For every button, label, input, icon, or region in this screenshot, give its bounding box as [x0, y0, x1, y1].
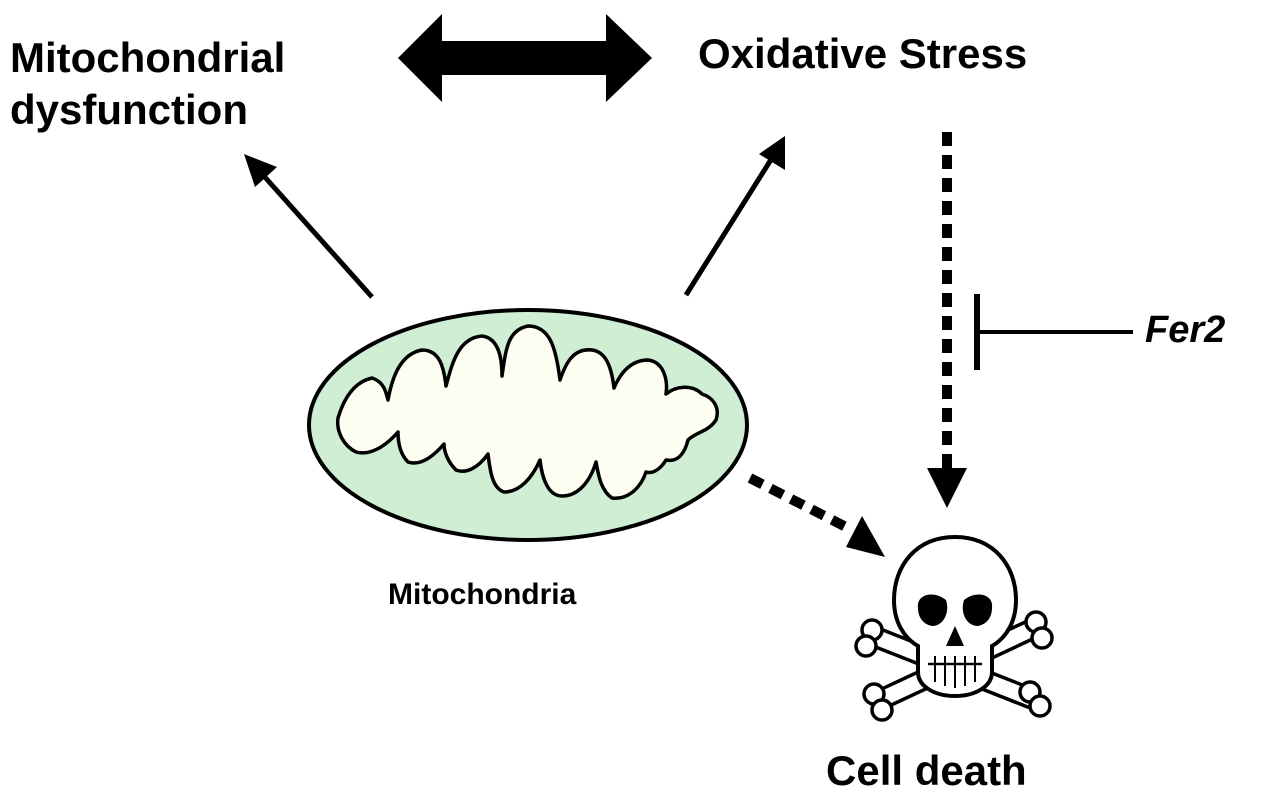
fer2-label: Fer2	[1145, 309, 1226, 351]
skull-crossbones-icon	[854, 534, 1054, 722]
fer2-inhibition	[974, 294, 1133, 370]
mitochondria-label: Mitochondria	[388, 578, 577, 611]
mitochondrion-icon	[307, 308, 749, 542]
arrow-to-oxidative-stress	[683, 136, 785, 297]
bidirectional-arrow	[398, 14, 652, 102]
dotted-arrow-stress-to-death	[927, 132, 967, 508]
mitochondrial-dysfunction-line1: Mitochondrial	[10, 34, 286, 81]
dotted-arrow-mito-to-death	[747, 473, 885, 557]
arrow-to-dysfunction	[244, 154, 374, 299]
cell-death-label: Cell death	[826, 747, 1027, 794]
mitochondrial-dysfunction-line2: dysfunction	[10, 86, 248, 133]
mitochondrial-dysfunction-label: Mitochondrial dysfunction	[10, 32, 285, 136]
oxidative-stress-label: Oxidative Stress	[698, 30, 1028, 77]
